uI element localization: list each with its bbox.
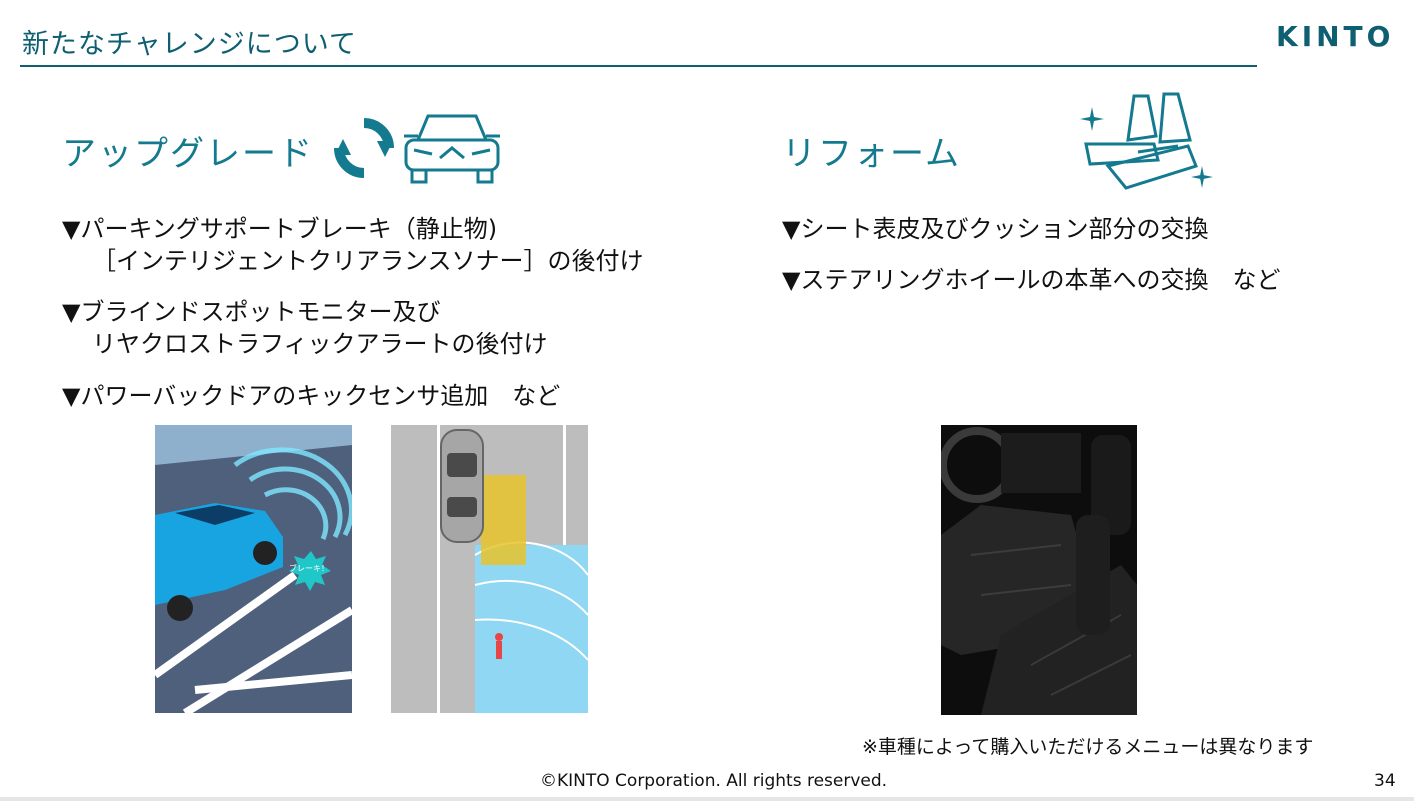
blind-spot-photo [391, 425, 588, 713]
page-number: 34 [1374, 771, 1396, 791]
kinto-logo: KINTO [1276, 20, 1395, 53]
seat-interior-photo [941, 425, 1137, 715]
upgrade-line-1: ▼パーキングサポートブレーキ（静止物) [62, 215, 498, 243]
upgrade-line-2: ［インテリジェントクリアランスソナー］の後付け [92, 247, 644, 275]
reform-heading: リフォーム [782, 134, 961, 174]
reform-line-1: ▼シート表皮及びクッション部分の交換 [782, 215, 1209, 243]
upgrade-line-3: ▼ブラインドスポットモニター及び [62, 298, 441, 326]
sparkle-icon [1080, 107, 1104, 131]
car-front-icon [404, 114, 500, 184]
brake-badge: ブレーキ！ [289, 564, 329, 573]
parking-brake-photo: ブレーキ！ [155, 425, 352, 713]
sparkle-icon [1191, 166, 1213, 188]
page-title: 新たなチャレンジについて [22, 29, 357, 60]
upgrade-line-4: リヤクロストラフィックアラートの後付け [92, 330, 548, 358]
bottom-divider [0, 797, 1414, 801]
upgrade-heading: アップグレード [62, 134, 314, 174]
title-divider [20, 65, 1257, 67]
refresh-icon [334, 118, 394, 178]
vehicle-note: ※車種によって購入いただけるメニューは異なります [862, 736, 1314, 758]
car-seat-icon [1084, 92, 1198, 190]
copyright: ©KINTO Corporation. All rights reserved. [540, 771, 888, 791]
reform-line-2: ▼ステアリングホイールの本革への交換 など [782, 266, 1281, 294]
upgrade-line-5: ▼パワーバックドアのキックセンサ追加 など [62, 382, 561, 410]
